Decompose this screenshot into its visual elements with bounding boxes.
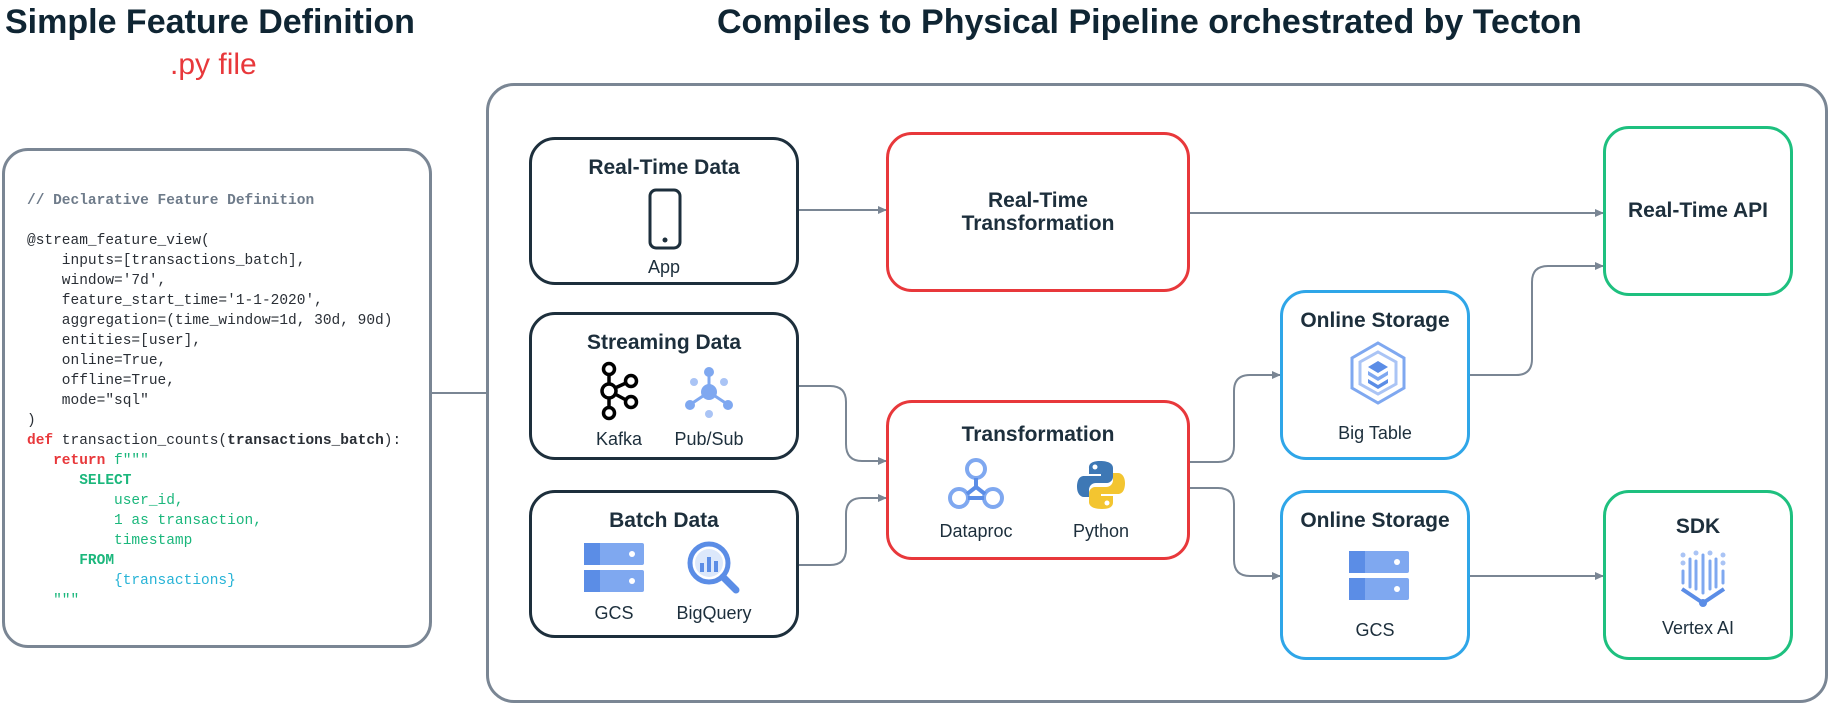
code-def-param: transactions_batch [227, 433, 384, 449]
batch-data-title: Batch Data [609, 509, 719, 532]
code-panel: // Declarative Feature Definition @strea… [2, 148, 432, 648]
code-line: @stream_feature_view( [27, 233, 210, 249]
code-line: window='7d', [27, 273, 167, 289]
online-storage-gcs-node: Online Storage GCS [1280, 490, 1470, 660]
arrow-bigtable-to-api [1470, 262, 1604, 376]
transformation-node: Transformation Dataproc Python [886, 400, 1190, 560]
gcs-label: GCS [594, 603, 634, 623]
code-def-name: transaction_counts( [53, 433, 228, 449]
python-icon [1075, 459, 1127, 516]
online-storage-title: Online Storage [1300, 309, 1450, 332]
online-storage-gcs-title: Online Storage [1300, 509, 1450, 532]
realtime-api-title: Real-Time API [1627, 199, 1769, 222]
rt-transform-title-line2: Transformation [961, 212, 1115, 235]
vertex-ai-label: Vertex AI [1661, 618, 1735, 638]
realtime-api-node: Real-Time API [1603, 126, 1793, 296]
left-title: Simple Feature Definition [5, 3, 415, 41]
kafka-icon [597, 361, 641, 426]
right-title: Compiles to Physical Pipeline orchestrat… [717, 3, 1582, 41]
code-line: ) [27, 413, 36, 429]
code-line: inputs=[transactions_batch], [27, 253, 306, 269]
bigtable-label: Big Table [1338, 423, 1412, 443]
arrow-transform-to-gcs [1190, 487, 1281, 580]
online-gcs-label: GCS [1355, 620, 1395, 640]
code-line: mode="sql" [27, 393, 149, 409]
code-line: feature_start_time='1-1-2020', [27, 293, 323, 309]
code-line: offline=True, [27, 373, 175, 389]
gcs-storage-icon [1347, 549, 1411, 608]
code-line: entities=[user], [27, 333, 202, 349]
bigquery-icon [685, 539, 741, 600]
left-subtitle: .py file [170, 48, 257, 81]
arrow-streaming-to-transform [798, 385, 887, 465]
code-close-string: """ [53, 593, 80, 609]
python-label: Python [1072, 521, 1130, 541]
app-label: App [647, 257, 681, 277]
online-storage-bigtable-node: Online Storage Big Table [1280, 290, 1470, 460]
code-line: online=True, [27, 353, 167, 369]
streaming-data-node: Streaming Data Kafka Pub/Sub [529, 312, 799, 460]
pubsub-label: Pub/Sub [674, 429, 744, 449]
realtime-transformation-node: Real-Time Transformation [886, 132, 1190, 292]
arrow-transform-to-bigtable [1190, 371, 1281, 463]
rt-transform-title-line1: Real-Time [988, 189, 1088, 212]
code-select: SELECT [79, 473, 132, 489]
code-col-txn: 1 as transaction, [114, 513, 262, 529]
code-line: aggregation=(time_window=1d, 30d, 90d) [27, 313, 393, 329]
dataproc-icon [948, 457, 1004, 516]
transformation-title: Transformation [961, 423, 1115, 446]
pubsub-icon [682, 365, 736, 424]
code-block: // Declarative Feature Definition @strea… [27, 191, 401, 611]
realtime-data-title: Real-Time Data [588, 156, 740, 179]
batch-data-node: Batch Data GCS BigQuery [529, 490, 799, 638]
code-table: {transactions} [114, 573, 236, 589]
dataproc-label: Dataproc [939, 521, 1013, 541]
bigtable-icon [1347, 341, 1409, 410]
gcs-storage-icon [582, 541, 646, 600]
pipeline-panel [486, 83, 1828, 703]
kafka-label: Kafka [595, 429, 643, 449]
vertex-ai-icon [1676, 549, 1730, 614]
streaming-data-title: Streaming Data [586, 331, 742, 354]
code-from: FROM [79, 553, 115, 569]
code-def-keyword: def [27, 433, 54, 449]
code-col-ts: timestamp [114, 533, 193, 549]
sdk-node: SDK Vertex AI [1603, 490, 1793, 660]
code-col-user: user_id, [114, 493, 184, 509]
arrow-batch-to-transform [798, 494, 887, 566]
code-comment: // Declarative Feature Definition [27, 193, 315, 209]
code-return-string: f""" [105, 453, 149, 469]
mobile-phone-icon [648, 188, 682, 255]
realtime-data-node: Real-Time Data App [529, 137, 799, 285]
code-def-end: ): [383, 433, 402, 449]
bigquery-label: BigQuery [676, 603, 752, 623]
sdk-title: SDK [1675, 515, 1721, 538]
code-return-keyword: return [53, 453, 106, 469]
